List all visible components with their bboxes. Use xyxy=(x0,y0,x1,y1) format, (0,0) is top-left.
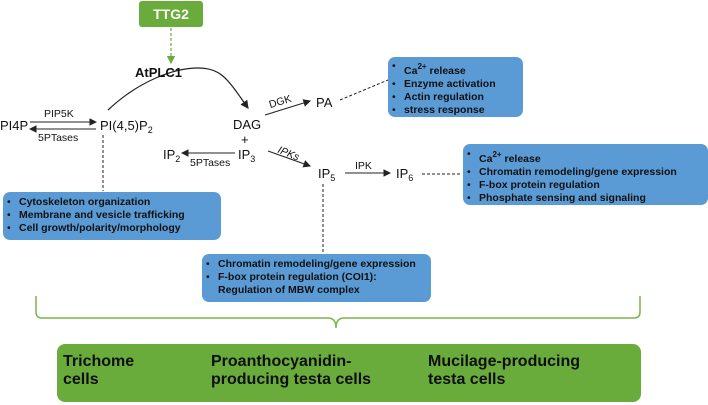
ip3-label: IP3 xyxy=(238,148,255,164)
function-item: Cell growth/polarity/morphology xyxy=(3,222,221,235)
function-item: Chromatin remodeling/gene expression xyxy=(202,258,431,271)
function-item-text: Ca xyxy=(404,65,418,77)
proanthocyanidin-line-1: Proanthocyanidin- xyxy=(211,353,352,370)
function-item-text: Enzyme activation xyxy=(404,78,496,90)
function-item: Phosphate sensing and signaling xyxy=(463,192,708,205)
plc-arc xyxy=(107,67,249,111)
function-item: Membrane and vesicle trafficking xyxy=(3,209,221,222)
ip3-main: IP xyxy=(238,147,251,162)
ttg2-label: TTG2 xyxy=(153,6,189,22)
function-item-superscript: 2+ xyxy=(492,150,502,159)
ipk-label: IPK xyxy=(355,160,372,172)
function-item: Ca2+ release xyxy=(463,148,708,166)
plus-label: + xyxy=(241,132,249,147)
mucilage-cells-label: Mucilage-producing testa cells xyxy=(428,353,580,389)
function-item-rest: release xyxy=(426,65,466,77)
pi4p-label: PI4P xyxy=(0,118,29,133)
ip6-function-box: Ca2+ releaseChromatin remodeling/gene ex… xyxy=(463,144,708,205)
ip2-sub: 2 xyxy=(175,154,181,164)
atplc1-label: AtPLC1 xyxy=(135,65,182,80)
function-item-text: Phosphate sensing and signaling xyxy=(479,192,646,204)
dgk-arrow xyxy=(264,99,312,116)
function-item-text: Cytoskeleton organization xyxy=(19,196,151,208)
function-item: Cytoskeleton organization xyxy=(3,196,221,209)
function-item: F-box protein regulation (COI1):Regulati… xyxy=(202,271,431,297)
ip6-main: IP xyxy=(396,166,409,181)
mucilage-line-1: Mucilage-producing xyxy=(428,353,580,370)
pip2-function-box: Cytoskeleton organizationMembrane and ve… xyxy=(3,192,221,240)
function-item-text: Chromatin remodeling/gene expression xyxy=(218,258,416,270)
dag-label: DAG xyxy=(233,117,262,132)
function-item-text: F-box protein regulation xyxy=(479,179,600,191)
trichome-cells-label: Trichome cells xyxy=(63,353,134,389)
function-item-text: Membrane and vesicle trafficking xyxy=(19,209,185,221)
pip2-function-list: Cytoskeleton organizationMembrane and ve… xyxy=(3,196,221,235)
function-item-text: Chromatin remodeling/gene expression xyxy=(479,166,677,178)
pa-label: PA xyxy=(316,95,333,110)
ptases-mid-label: 5PTases xyxy=(190,157,231,169)
pa-function-box: Ca2+ releaseEnzyme activationActin regul… xyxy=(388,57,523,117)
function-item: Chromatin remodeling/gene expression xyxy=(463,166,708,179)
function-item-text: Cell growth/polarity/morphology xyxy=(19,222,181,234)
pi45p2-label: PI(4,5)P2 xyxy=(100,119,153,135)
ip2-label: IP2 xyxy=(163,148,180,164)
ttg2-box: TTG2 xyxy=(139,1,203,27)
green-bracket xyxy=(35,296,641,329)
cell-types-box: Trichome cells Proanthocyanidin- produci… xyxy=(57,344,641,402)
mucilage-line-2: testa cells xyxy=(428,371,506,388)
ip5-sub: 5 xyxy=(330,173,336,183)
ip5-main: IP xyxy=(318,166,331,181)
ip2-main: IP xyxy=(163,147,176,162)
ip5-function-box: Chromatin remodeling/gene expressionF-bo… xyxy=(202,254,431,302)
ipks-arrow xyxy=(267,150,312,168)
function-item-text: F-box protein regulation (COI1): xyxy=(218,271,377,283)
function-item: stress response xyxy=(388,104,523,117)
pi45p2-sub: 2 xyxy=(147,125,153,135)
trichome-line-2: cells xyxy=(63,371,99,388)
proanthocyanidin-cells-label: Proanthocyanidin- producing testa cells xyxy=(211,353,371,389)
pa-function-list: Ca2+ releaseEnzyme activationActin regul… xyxy=(388,60,523,117)
function-item: F-box protein regulation xyxy=(463,179,708,192)
ip6-label: IP6 xyxy=(396,167,413,183)
pa-dash xyxy=(339,79,389,101)
function-item: Actin regulation xyxy=(388,91,523,104)
ip6-sub: 6 xyxy=(408,173,414,183)
function-item-text: Actin regulation xyxy=(404,91,484,103)
ip6-function-list: Ca2+ releaseChromatin remodeling/gene ex… xyxy=(463,148,708,205)
pip5k-label: PIP5K xyxy=(44,108,74,120)
function-item: Ca2+ release xyxy=(388,60,523,78)
function-item: Enzyme activation xyxy=(388,78,523,91)
function-item-continuation: Regulation of MBW complex xyxy=(218,284,360,296)
function-item-text: stress response xyxy=(404,104,485,116)
trichome-line-1: Trichome xyxy=(63,353,135,370)
ptases-left-label: 5PTases xyxy=(38,132,79,144)
function-item-superscript: 2+ xyxy=(417,62,427,71)
ip5-label: IP5 xyxy=(318,167,335,183)
pi45p2-main: PI(4,5)P xyxy=(100,118,148,133)
ip5-function-list: Chromatin remodeling/gene expressionF-bo… xyxy=(202,258,431,297)
proanthocyanidin-line-2: producing testa cells xyxy=(211,371,372,388)
function-item-rest: release xyxy=(501,153,541,165)
function-item-text: Ca xyxy=(479,153,493,165)
ip3-sub: 3 xyxy=(250,154,256,164)
